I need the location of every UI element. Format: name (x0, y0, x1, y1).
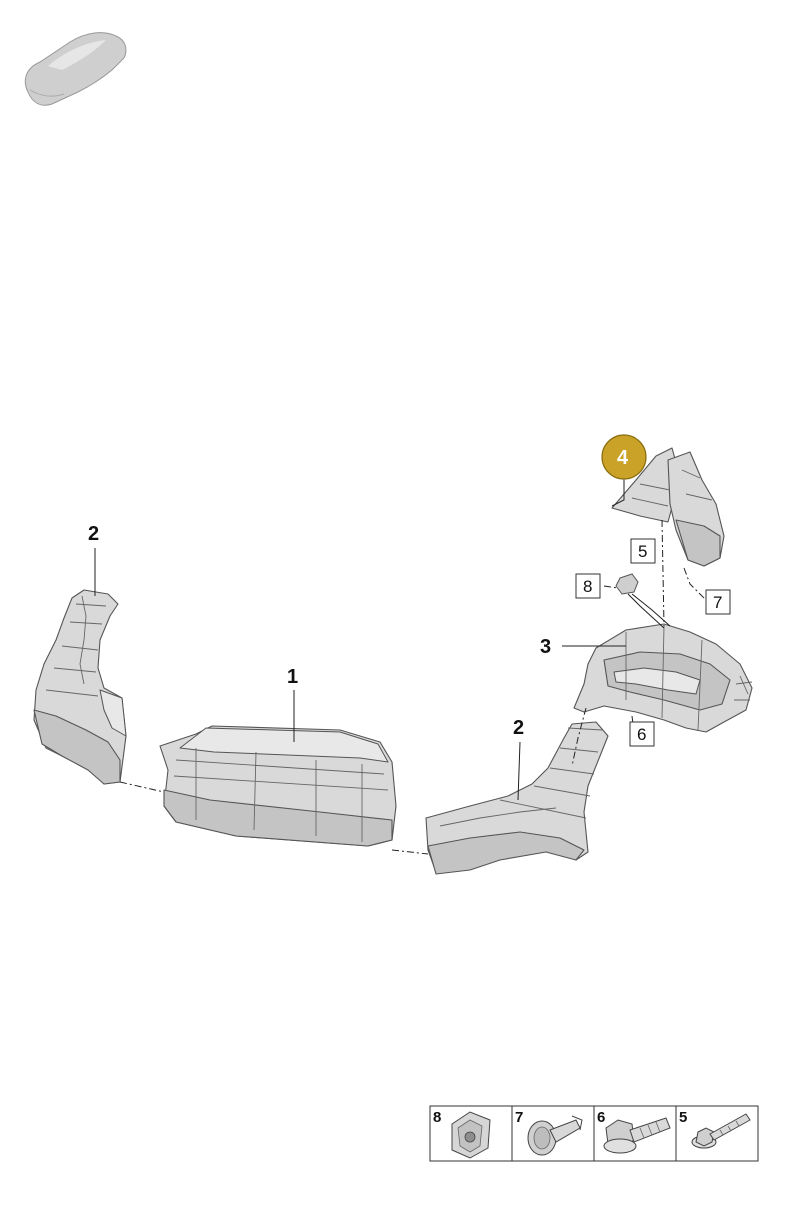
callout-8-box[interactable]: 8 (575, 573, 601, 599)
legend-label-7: 7 (515, 1109, 523, 1126)
car-thumbnail-icon (24, 32, 127, 106)
callout-7-box[interactable]: 7 (705, 589, 731, 615)
legend-label-6: 6 (597, 1109, 605, 1126)
air-duct-left[interactable] (33, 589, 127, 785)
flange-bolt-icon (603, 1117, 671, 1154)
fastener-legend: 8 7 6 5 (429, 1105, 759, 1162)
callout-8: 8 (583, 577, 592, 596)
legend-label-8: 8 (433, 1109, 441, 1126)
air-guide-center[interactable] (159, 725, 397, 847)
air-guide-upper-highlighted[interactable] (611, 447, 725, 567)
push-rivet-icon (527, 1115, 583, 1156)
callout-4: 4 (617, 447, 629, 469)
callout-5: 5 (638, 542, 647, 561)
callout-6: 6 (637, 725, 646, 744)
callout-6-box[interactable]: 6 (629, 721, 655, 747)
callout-2-right: 2 (513, 717, 524, 739)
callout-1: 1 (287, 666, 298, 688)
callout-2-left: 2 (88, 523, 99, 545)
callout-7: 7 (713, 593, 722, 612)
legend-label-5: 5 (679, 1109, 687, 1126)
callout-5-box[interactable]: 5 (630, 538, 656, 564)
nut-small-icon (615, 573, 639, 595)
callout-4-highlight[interactable]: 4 (601, 434, 647, 480)
air-duct-right[interactable] (425, 721, 609, 875)
air-duct-bracket-right[interactable] (573, 623, 753, 733)
clip-nut-icon (451, 1111, 491, 1159)
screw-washer-icon (691, 1113, 751, 1149)
leader-lines (94, 474, 626, 801)
callout-3: 3 (540, 636, 551, 658)
